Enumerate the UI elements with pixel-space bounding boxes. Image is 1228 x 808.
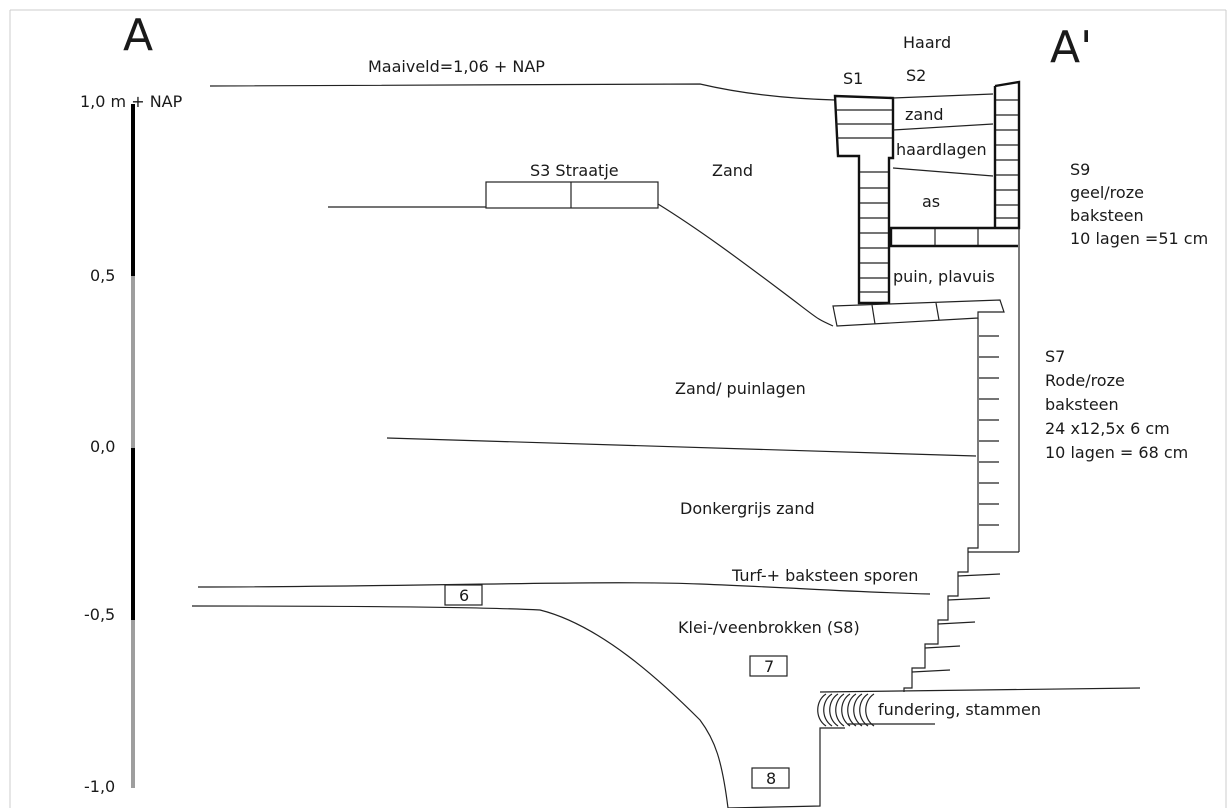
- klei-label: Klei-/veenbrokken (S8): [678, 618, 860, 637]
- s2-label: S2: [906, 66, 926, 85]
- scale-tick-label-3: 0,0: [90, 437, 115, 456]
- marker-a-prime: A': [1050, 22, 1092, 73]
- s2-courses: [934, 99, 1018, 245]
- s7-label-4: 24 x12,5x 6 cm: [1045, 419, 1170, 438]
- zand-bottom: [892, 123, 994, 131]
- maaiveld-label: Maaiveld=1,06 + NAP: [368, 57, 545, 76]
- s7-label-1: S7: [1045, 347, 1065, 366]
- s7-label-3: baksteen: [1045, 395, 1119, 414]
- scale-segment-3: [131, 448, 135, 620]
- as-label: as: [922, 192, 940, 211]
- zand-top: [892, 93, 994, 99]
- floor-joint-1: [871, 304, 876, 325]
- layer-boundary-0: [386, 437, 977, 457]
- s7-courses: [911, 335, 1019, 673]
- box-7-label: 7: [764, 657, 774, 676]
- sample-box-6: [444, 584, 483, 606]
- zand-puinlagen-label: Zand/ puinlagen: [675, 379, 806, 398]
- straatje-slope-line: [657, 203, 834, 327]
- s9-label-2: geel/roze: [1070, 183, 1144, 202]
- puin-plavuis-label: puin, plavuis: [893, 267, 995, 286]
- s7-label-2: Rode/roze: [1045, 371, 1125, 390]
- s9-label-3: baksteen: [1070, 206, 1144, 225]
- s3-label: S3 Straatje: [530, 161, 619, 180]
- sample-box-8: [751, 767, 790, 789]
- turf-label: Turf-+ baksteen sporen: [731, 566, 918, 585]
- box-8-label: 8: [766, 769, 776, 788]
- scale-segment-1: [131, 104, 135, 276]
- s2-wall: [889, 80, 1021, 248]
- scale-tick-label-4: -0,5: [84, 605, 115, 624]
- s3-straatje: [485, 181, 659, 209]
- s7-label-5: 10 lagen = 68 cm: [1045, 443, 1188, 462]
- s9-label-1: S9: [1070, 160, 1090, 179]
- haardlagen-bottom: [892, 167, 994, 177]
- s1-wall: [833, 94, 895, 305]
- haardlagen-label: haardlagen: [896, 140, 987, 159]
- pit-base-line: [727, 727, 845, 808]
- turf-top-line: [197, 582, 931, 595]
- s7-wall-face: [903, 318, 979, 692]
- zand-hearth-label: zand: [905, 105, 944, 124]
- s9-label-4: 10 lagen =51 cm: [1070, 229, 1208, 248]
- foundation-piles: [817, 693, 875, 727]
- donkergrijs-label: Donkergrijs zand: [680, 499, 815, 518]
- maaiveld-line: [209, 83, 836, 101]
- zand-label: Zand: [712, 161, 753, 180]
- scale-tick-label-1: 1,0 m + NAP: [80, 92, 183, 111]
- marker-a: A: [123, 10, 153, 61]
- foundation-top-line: [819, 687, 1141, 693]
- floor-joint-2: [935, 302, 940, 321]
- scale-tick-label-5: -1,0: [84, 777, 115, 796]
- scale-tick-label-2: 0,5: [90, 266, 115, 285]
- s1-label: S1: [843, 69, 863, 88]
- box-6-label: 6: [459, 586, 469, 605]
- s1-courses: [836, 109, 892, 293]
- haard-label: Haard: [903, 33, 951, 52]
- scale-segment-4: [131, 620, 135, 788]
- scale-segment-2: [131, 276, 135, 448]
- floor-slab: [832, 299, 1005, 327]
- fundering-label: fundering, stammen: [878, 700, 1041, 719]
- pit-cut-line: [191, 605, 729, 808]
- sample-box-7: [749, 655, 788, 677]
